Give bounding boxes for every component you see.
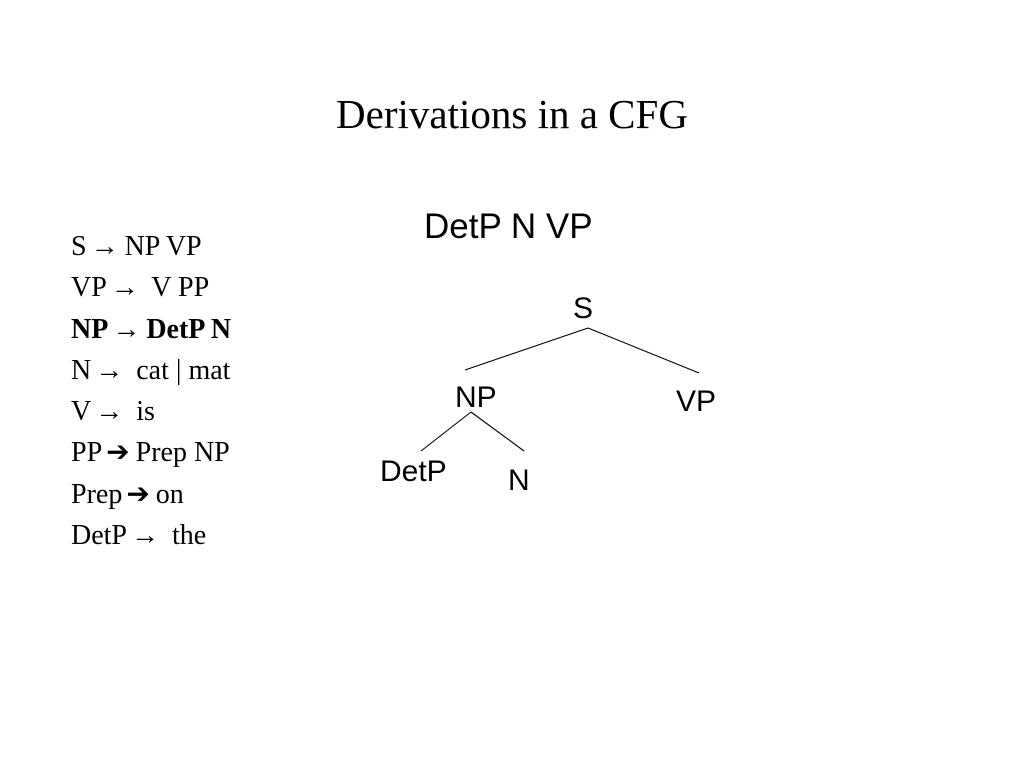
rewrite-arrow-icon: → bbox=[110, 272, 139, 304]
rule-rhs: on bbox=[155, 478, 184, 510]
rewrite-arrow-icon: ➔ bbox=[106, 437, 130, 469]
grammar-rule: S→NP VP bbox=[71, 226, 231, 267]
tree-edge-np-detp bbox=[420, 411, 472, 452]
rewrite-arrow-icon: → bbox=[90, 231, 119, 262]
grammar-rule: N→ cat | mat bbox=[71, 350, 231, 391]
rule-lhs: V bbox=[71, 396, 92, 428]
tree-edge-np-n bbox=[470, 411, 525, 452]
rule-lhs: S bbox=[71, 231, 87, 262]
rule-lhs: Prep bbox=[71, 478, 123, 510]
grammar-rule: V→ is bbox=[71, 391, 231, 432]
grammar-rule: Prep➔on bbox=[71, 474, 231, 515]
grammar-rule: NP→DetP N bbox=[71, 309, 231, 350]
tree-node-n: N bbox=[508, 464, 530, 497]
rule-rhs: is bbox=[129, 396, 155, 428]
tree-node-vp: VP bbox=[676, 385, 717, 418]
rewrite-arrow-icon: → bbox=[131, 520, 159, 552]
grammar-rule: PP➔Prep NP bbox=[71, 432, 231, 473]
rewrite-arrow-icon: → bbox=[95, 354, 124, 386]
derivation-string: DetP N VP bbox=[424, 207, 593, 246]
grammar-rule: DetP→ the bbox=[71, 515, 231, 556]
rule-rhs: Prep NP bbox=[135, 437, 230, 469]
rewrite-arrow-icon: → bbox=[95, 396, 124, 428]
rule-rhs: the bbox=[165, 520, 207, 552]
rule-rhs: DetP N bbox=[146, 313, 232, 345]
rewrite-arrow-icon: ➔ bbox=[126, 478, 150, 510]
rule-rhs: NP VP bbox=[124, 231, 202, 262]
rule-rhs: V PP bbox=[144, 272, 210, 304]
tree-node-np: NP bbox=[455, 381, 497, 414]
rule-lhs: NP bbox=[71, 313, 109, 345]
grammar-rule: VP→ V PP bbox=[71, 267, 231, 308]
rule-lhs: N bbox=[71, 354, 92, 386]
tree-edge-s-np bbox=[464, 327, 589, 371]
tree-node-detp: DetP bbox=[380, 455, 447, 488]
rule-rhs: cat | mat bbox=[129, 354, 231, 386]
tree-node-s: S bbox=[573, 292, 594, 325]
tree-edge-s-vp bbox=[587, 327, 700, 374]
rule-lhs: PP bbox=[71, 437, 103, 469]
rule-lhs: DetP bbox=[71, 520, 127, 552]
slide-title: Derivations in a CFG bbox=[336, 91, 688, 137]
rewrite-arrow-icon: → bbox=[112, 313, 141, 345]
rule-lhs: VP bbox=[71, 272, 107, 304]
